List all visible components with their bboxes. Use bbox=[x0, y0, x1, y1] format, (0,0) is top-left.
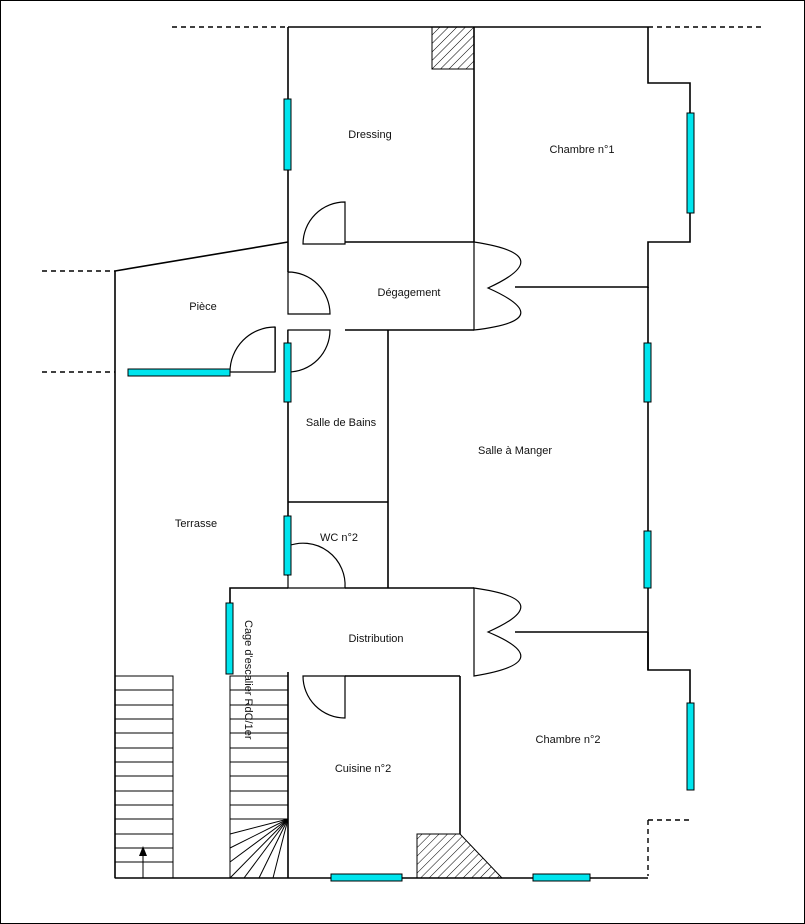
label-degagement: Dégagement bbox=[378, 287, 441, 299]
window-salle-manger-1 bbox=[643, 342, 652, 403]
label-salle-manger: Salle à Manger bbox=[478, 445, 552, 457]
label-salle-bains: Salle de Bains bbox=[306, 417, 377, 429]
chimney-top bbox=[431, 26, 475, 70]
up-arrow-icon bbox=[139, 846, 147, 856]
window-wc bbox=[283, 515, 292, 576]
window-chambre1 bbox=[686, 112, 695, 214]
door-degagement-right bbox=[473, 241, 522, 331]
window-chambre2-bottom bbox=[532, 873, 591, 882]
door-wc bbox=[287, 542, 346, 589]
door-degagement-top bbox=[302, 201, 346, 245]
label-wc2: WC n°2 bbox=[320, 532, 358, 544]
window-piece-door bbox=[283, 342, 292, 403]
stairs-terrasse bbox=[114, 675, 174, 879]
window-cuisine bbox=[330, 873, 403, 882]
window-cage bbox=[225, 602, 234, 675]
stairs-cage bbox=[229, 675, 289, 879]
window-chambre2 bbox=[686, 702, 695, 791]
door-salle-bains bbox=[287, 329, 331, 373]
label-chambre1: Chambre n°1 bbox=[550, 144, 615, 156]
label-distribution: Distribution bbox=[348, 633, 403, 645]
window-piece bbox=[127, 368, 231, 377]
label-chambre2: Chambre n°2 bbox=[536, 734, 601, 746]
door-distribution-right bbox=[473, 587, 522, 677]
window-dressing bbox=[283, 98, 292, 171]
door-piece bbox=[229, 326, 276, 373]
label-terrasse: Terrasse bbox=[175, 518, 217, 530]
dashed-boundaries bbox=[42, 26, 762, 876]
label-cuisine2: Cuisine n°2 bbox=[335, 763, 391, 775]
chimney-bottom bbox=[416, 833, 504, 879]
door-cuisine bbox=[302, 675, 346, 719]
label-dressing: Dressing bbox=[348, 129, 391, 141]
windows bbox=[127, 98, 695, 882]
label-cage-escalier: Cage d'escalier RdC/1er bbox=[242, 620, 254, 740]
door-degagement-left bbox=[287, 271, 331, 315]
window-salle-manger-2 bbox=[643, 530, 652, 589]
label-piece: Pièce bbox=[189, 301, 217, 313]
room-labels: Dressing Chambre n°1 Dégagement Pièce Sa… bbox=[175, 129, 615, 775]
